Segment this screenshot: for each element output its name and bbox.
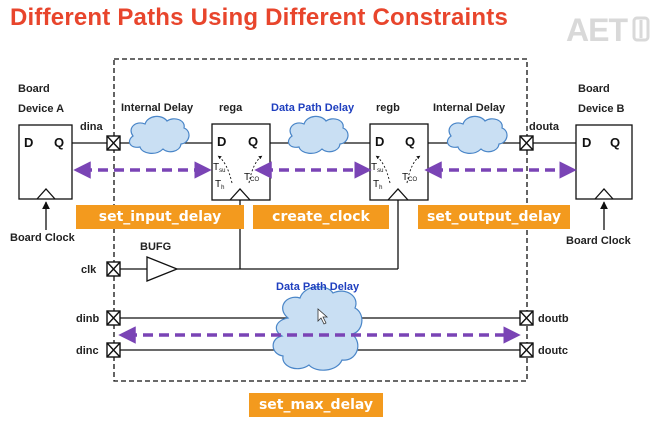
board-clock-left-label: Board Clock bbox=[10, 232, 76, 244]
constraint-create-clock: create_clock bbox=[253, 205, 389, 229]
cloud-data-path-delay-top bbox=[287, 115, 349, 154]
data-path-delay-top-label: Data Path Delay bbox=[271, 102, 355, 114]
device-b-q: Q bbox=[610, 135, 620, 150]
regb-q: Q bbox=[405, 134, 415, 149]
pin-doutc-label: doutc bbox=[538, 345, 568, 357]
regb-tco: TCO bbox=[402, 172, 417, 183]
internal-delay-right-label: Internal Delay bbox=[433, 102, 506, 114]
bufg-label: BUFG bbox=[140, 241, 171, 253]
cloud-internal-delay-left bbox=[128, 115, 190, 154]
regb-tsu: Tsu bbox=[371, 162, 383, 174]
pin-dinb-label: dinb bbox=[76, 313, 99, 325]
rega-tsu-arc bbox=[217, 155, 233, 184]
constraint-set-max-delay: set_max_delay bbox=[249, 393, 383, 417]
board-device-a bbox=[18, 124, 73, 200]
pad-dinb bbox=[106, 310, 121, 326]
cloud-internal-delay-right bbox=[446, 115, 508, 154]
board-clock-right-label: Board Clock bbox=[566, 235, 632, 247]
board-a-label-line1: Board bbox=[18, 83, 50, 95]
pin-doutb-label: doutb bbox=[538, 313, 569, 325]
pad-dina bbox=[106, 135, 121, 151]
device-b-d: D bbox=[582, 135, 591, 150]
pad-doutb bbox=[519, 310, 534, 326]
rega-tco-arc bbox=[248, 155, 263, 184]
rega-label: rega bbox=[219, 102, 243, 114]
regb-clock-triangle bbox=[387, 188, 409, 201]
data-path-delay-bottom-label: Data Path Delay bbox=[276, 281, 360, 293]
pin-douta-label: douta bbox=[529, 121, 560, 133]
rega-tco: TCO bbox=[244, 172, 259, 183]
pin-dina-label: dina bbox=[80, 121, 103, 133]
device-a-clock-triangle bbox=[36, 188, 56, 200]
register-regb bbox=[369, 123, 429, 201]
rega-clock-triangle bbox=[229, 188, 251, 201]
pad-clk bbox=[106, 261, 121, 277]
device-a-q: Q bbox=[54, 135, 64, 150]
regb-tsu-arc bbox=[375, 155, 391, 184]
pin-clk-label: clk bbox=[81, 264, 97, 276]
device-b-clock-triangle bbox=[594, 188, 614, 200]
pin-dinc-label: dinc bbox=[76, 345, 99, 357]
rega-th: Th bbox=[215, 179, 224, 191]
device-a-d: D bbox=[24, 135, 33, 150]
constraint-set-output-delay: set_output_delay bbox=[418, 205, 570, 229]
cloud-data-path-delay-bottom bbox=[272, 286, 363, 371]
internal-delay-left-label: Internal Delay bbox=[121, 102, 194, 114]
board-b-label-line2: Device B bbox=[578, 103, 625, 115]
rega-tsu: Tsu bbox=[213, 162, 225, 174]
mouse-cursor-icon bbox=[317, 308, 329, 325]
regb-tco-arc bbox=[406, 155, 421, 184]
board-a-label-line2: Device A bbox=[18, 103, 64, 115]
rega-q: Q bbox=[248, 134, 258, 149]
pad-dinc bbox=[106, 342, 121, 358]
logo: AET bbox=[566, 12, 628, 48]
logo-glyph-icon bbox=[632, 16, 650, 42]
regb-d: D bbox=[375, 134, 384, 149]
board-device-b bbox=[575, 124, 633, 200]
regb-label: regb bbox=[376, 102, 400, 114]
regb-th: Th bbox=[373, 179, 382, 191]
pad-doutc bbox=[519, 342, 534, 358]
bufg-buffer bbox=[146, 256, 179, 282]
board-b-label-line1: Board bbox=[578, 83, 610, 95]
constraint-set-input-delay: set_input_delay bbox=[76, 205, 244, 229]
slide-title: Different Paths Using Different Constrai… bbox=[10, 4, 508, 31]
rega-d: D bbox=[217, 134, 226, 149]
pad-douta bbox=[519, 135, 534, 151]
